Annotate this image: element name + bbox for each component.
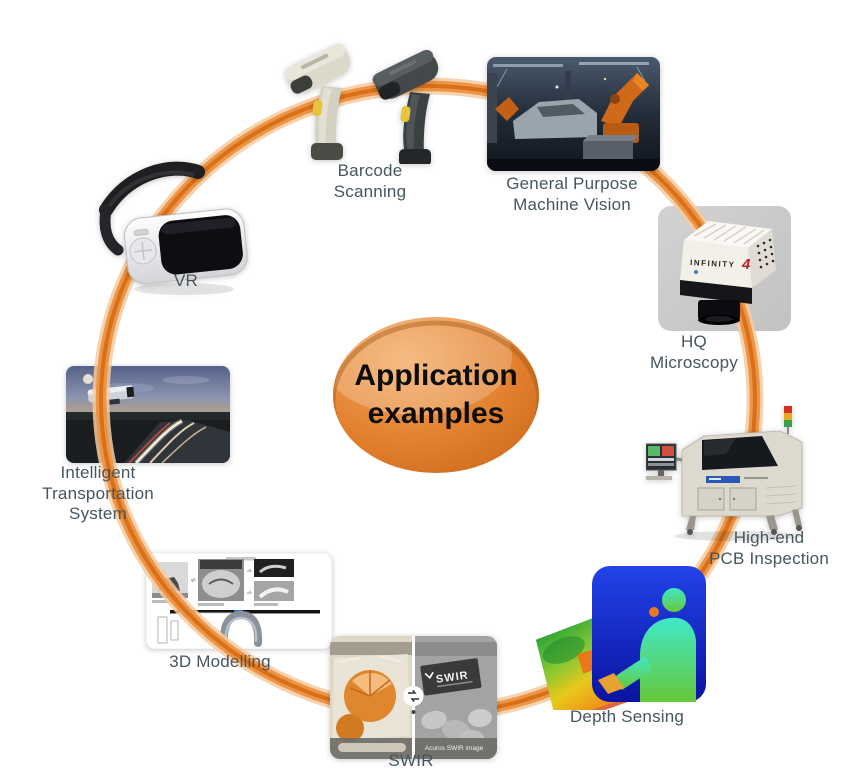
light-trails bbox=[128, 418, 207, 463]
hand bbox=[598, 673, 624, 694]
barcode-image bbox=[280, 42, 455, 164]
pcb-image bbox=[646, 404, 814, 544]
camera-side bbox=[748, 229, 776, 288]
center-title-line2: examples bbox=[368, 397, 505, 430]
label-barcode: Barcode Scanning bbox=[333, 161, 407, 201]
label-microscopy: HQ Microscopy bbox=[650, 332, 738, 372]
vr-headset-icon bbox=[99, 161, 248, 295]
label-machine-vision: General Purpose Machine Vision bbox=[506, 174, 638, 214]
label-pcb: High-end PCB Inspection bbox=[709, 528, 829, 568]
label-modelling: 3D Modelling bbox=[169, 652, 271, 671]
person-silhouette bbox=[598, 588, 696, 702]
swir-image: SWIR Acuros SWIR image bbox=[330, 636, 497, 759]
swir-split-icon: SWIR Acuros SWIR image bbox=[330, 636, 497, 759]
moon bbox=[83, 374, 93, 384]
barcode-scanners-icon bbox=[284, 43, 439, 164]
machine-window bbox=[702, 436, 778, 470]
microscopy-camera: INFINITY 4 bbox=[664, 212, 786, 327]
robot-arm-2 bbox=[495, 97, 519, 121]
depth-image bbox=[528, 560, 710, 710]
swir-logo-text: SWIR bbox=[435, 669, 469, 685]
pcb-machine-icon bbox=[646, 406, 803, 541]
microscopy-camera-icon: INFINITY 4 bbox=[680, 221, 776, 325]
vr-image bbox=[98, 156, 256, 298]
scanner-white bbox=[284, 43, 351, 160]
label-swir: SWIR bbox=[388, 751, 434, 770]
vent-holes bbox=[756, 238, 775, 269]
machine-vision-image bbox=[487, 57, 660, 171]
center-title-line1: Application bbox=[354, 359, 517, 392]
road bbox=[124, 420, 230, 463]
swir-caption-text: Acuros SWIR image bbox=[425, 745, 484, 752]
depth-maps-icon bbox=[535, 566, 706, 710]
scan-panel-3 bbox=[254, 559, 294, 577]
signal-tower bbox=[784, 406, 792, 427]
highway-dusk-icon bbox=[66, 366, 230, 463]
scanner-black bbox=[372, 49, 439, 164]
center-ellipse: Application examples bbox=[328, 313, 544, 477]
trigger bbox=[400, 106, 411, 123]
scan-panel-2 bbox=[198, 559, 244, 606]
label-depth: Depth Sensing bbox=[569, 707, 685, 726]
camera-top bbox=[684, 221, 772, 248]
headset-body bbox=[124, 208, 248, 285]
label-vr: VR bbox=[173, 271, 199, 290]
scan-panel-4 bbox=[254, 581, 294, 606]
machine-logo bbox=[706, 476, 740, 483]
factory-robots-icon bbox=[487, 57, 660, 171]
camera-brand-text: INFINITY bbox=[690, 258, 736, 269]
camera-front bbox=[680, 240, 752, 288]
camera-brand-number: 4 bbox=[741, 256, 751, 273]
compare-handle bbox=[403, 686, 424, 706]
swir-label-box: SWIR bbox=[420, 658, 482, 696]
dental-arch bbox=[219, 610, 263, 647]
camera-base bbox=[680, 280, 752, 304]
its-image bbox=[66, 366, 230, 463]
camera-lens bbox=[698, 300, 740, 320]
monitor bbox=[646, 443, 677, 480]
trigger bbox=[312, 100, 323, 117]
machine-legs bbox=[686, 509, 802, 535]
label-its: Intelligent Transportation System bbox=[42, 463, 154, 524]
